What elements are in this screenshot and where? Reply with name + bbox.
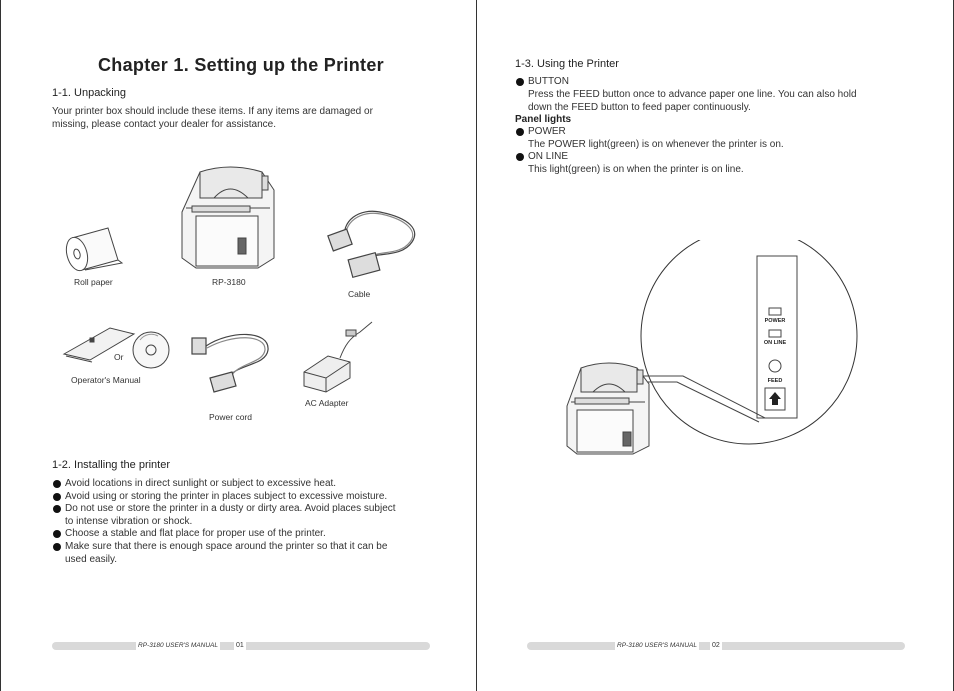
- unpacking-illustrations: [62, 166, 416, 393]
- list-item: Avoid using or storing the printer in pl…: [53, 491, 473, 504]
- zoom-leader-line: [641, 375, 766, 419]
- manual-icon: [62, 327, 136, 363]
- bullet-icon: [53, 530, 61, 539]
- list-item: Make sure that there is enough space aro…: [53, 541, 473, 566]
- chapter-title: Chapter 1. Setting up the Printer: [98, 55, 384, 75]
- right-footer: RP-3180 USER'S MANUAL 02: [527, 642, 905, 650]
- online-light: [768, 329, 782, 338]
- roll-paper-icon: [65, 227, 124, 272]
- bullet-icon: [516, 152, 524, 161]
- zoom-circle: [640, 240, 858, 445]
- bullet-icon: [53, 505, 61, 514]
- online-description: This light(green) is on when the printer…: [528, 164, 744, 175]
- bullet-icon: [516, 127, 524, 136]
- feed-light: [768, 359, 782, 373]
- footer-title: RP-3180 USER'S MANUAL: [615, 642, 699, 650]
- cable-icon: [327, 210, 416, 279]
- printer-caption: RP-3180: [212, 277, 246, 287]
- footer-title: RP-3180 USER'S MANUAL: [136, 642, 220, 650]
- list-item: Choose a stable and flat place for prope…: [53, 528, 473, 541]
- printer-icon: [566, 362, 650, 455]
- page-number: 01: [234, 642, 246, 650]
- cd-icon: [132, 331, 170, 369]
- power-cord-icon: [191, 333, 269, 393]
- bullet-icon: [53, 480, 61, 488]
- unpacking-line-1: Your printer box should include these it…: [52, 106, 373, 117]
- or-caption: Or: [114, 352, 124, 362]
- unpacking-body: Your printer box should include these it…: [52, 105, 373, 131]
- right-page: 1-3. Using the Printer BUTTON Press the …: [477, 0, 954, 691]
- manual-caption: Operator's Manual: [71, 375, 141, 385]
- button-bullet: BUTTON: [516, 76, 569, 87]
- power-cord-caption: Power cord: [209, 412, 252, 422]
- ac-adapter-caption: AC Adapter: [305, 398, 349, 408]
- left-footer: RP-3180 USER'S MANUAL 01: [52, 642, 430, 650]
- bullet-icon: [53, 492, 61, 501]
- unpacking-line-2: missing, please contact your dealer for …: [52, 119, 276, 130]
- power-bullet: POWER: [516, 126, 566, 137]
- bullet-icon: [516, 77, 524, 86]
- roll-paper-caption: Roll paper: [74, 277, 113, 287]
- feed-arrow-icon: [769, 392, 781, 405]
- left-page: Chapter 1. Setting up the Printer 1-1. U…: [0, 0, 477, 691]
- left-edge: [0, 0, 1, 691]
- panel-online-label: ON LINE: [764, 340, 787, 346]
- unpacking-heading: 1-1. Unpacking: [52, 87, 126, 99]
- panel-power-label: POWER: [765, 318, 786, 324]
- installing-list: Avoid locations in direct sunlight or su…: [53, 478, 473, 566]
- power-light: [768, 307, 782, 316]
- list-item: Do not use or store the printer in a dus…: [53, 503, 473, 528]
- panel-feed-label: FEED: [768, 378, 783, 384]
- online-bullet: ON LINE: [516, 151, 568, 162]
- panel-lights-label: Panel lights: [515, 114, 572, 125]
- list-item: Avoid locations in direct sunlight or su…: [53, 478, 473, 491]
- button-description: Press the FEED button once to advance pa…: [528, 89, 857, 113]
- printer-panel-illustration: POWER ON LINE FEED: [566, 240, 858, 455]
- control-panel: POWER ON LINE FEED: [756, 255, 798, 419]
- zoom-leader-line: [641, 381, 760, 423]
- using-heading: 1-3. Using the Printer: [515, 58, 619, 70]
- bullet-icon: [53, 542, 61, 551]
- page-number: 02: [710, 642, 722, 650]
- power-description: The POWER light(green) is on whenever th…: [528, 139, 784, 150]
- cable-caption: Cable: [348, 289, 371, 299]
- printer-icon: [181, 166, 275, 269]
- ac-adapter-icon: [303, 321, 373, 393]
- installing-heading: 1-2. Installing the printer: [52, 459, 171, 471]
